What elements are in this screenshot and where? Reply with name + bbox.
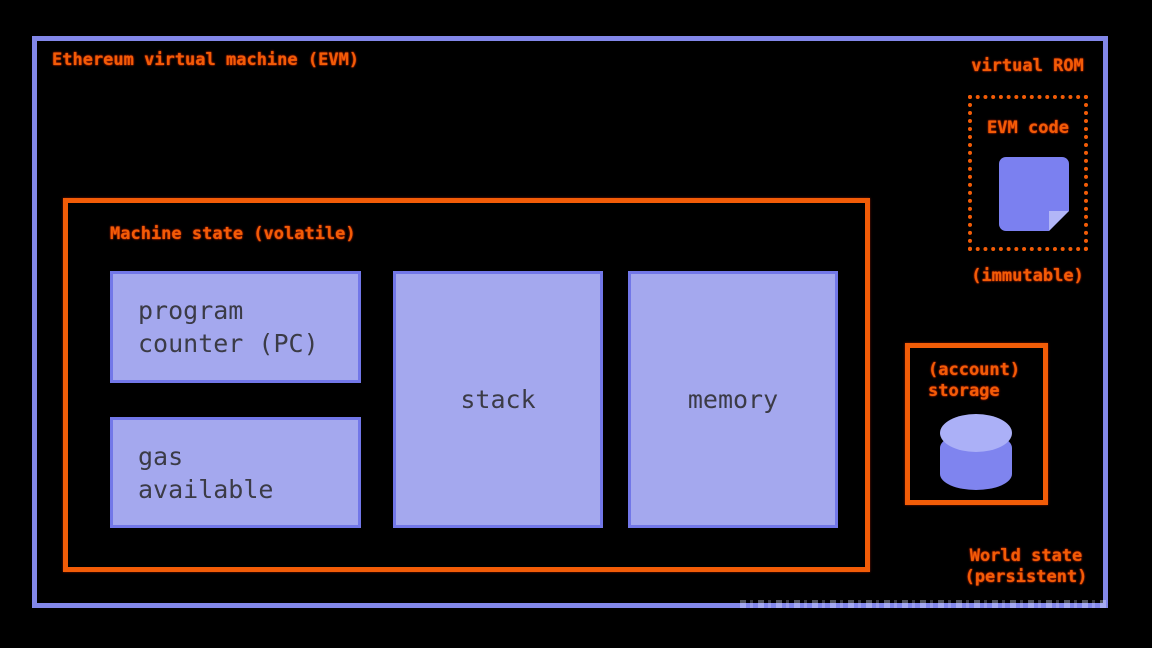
- memory-label: memory: [687, 385, 779, 414]
- clipped-watermark-artifact: [740, 600, 1106, 608]
- account-storage-box: [905, 343, 1048, 505]
- stack-box: stack: [393, 271, 603, 528]
- evm-title: Ethereum virtual machine (EVM): [52, 50, 360, 70]
- machine-state-label: Machine state (volatile): [110, 224, 356, 244]
- program-counter-label: program counter (PC): [138, 296, 319, 358]
- gas-available-label: gas available: [138, 441, 274, 504]
- gas-available-box: gas available: [110, 417, 361, 528]
- document-page-icon: [999, 157, 1069, 231]
- immutable-note: (immutable): [971, 266, 1084, 286]
- database-cylinder-icon: [940, 414, 1012, 492]
- machine-state-box: [63, 198, 870, 572]
- memory-box: memory: [628, 271, 838, 528]
- cylinder-top: [940, 414, 1012, 452]
- stack-label: stack: [460, 385, 536, 414]
- program-counter-box: program counter (PC): [110, 271, 361, 383]
- virtual-rom-label: virtual ROM: [971, 56, 1084, 76]
- evm-frame: [32, 36, 1108, 608]
- virtual-rom-box: [968, 95, 1088, 251]
- world-state-label: World state (persistent): [964, 546, 1088, 587]
- account-storage-label: (account) storage: [928, 360, 1021, 401]
- evm-code-label: EVM code: [987, 118, 1069, 138]
